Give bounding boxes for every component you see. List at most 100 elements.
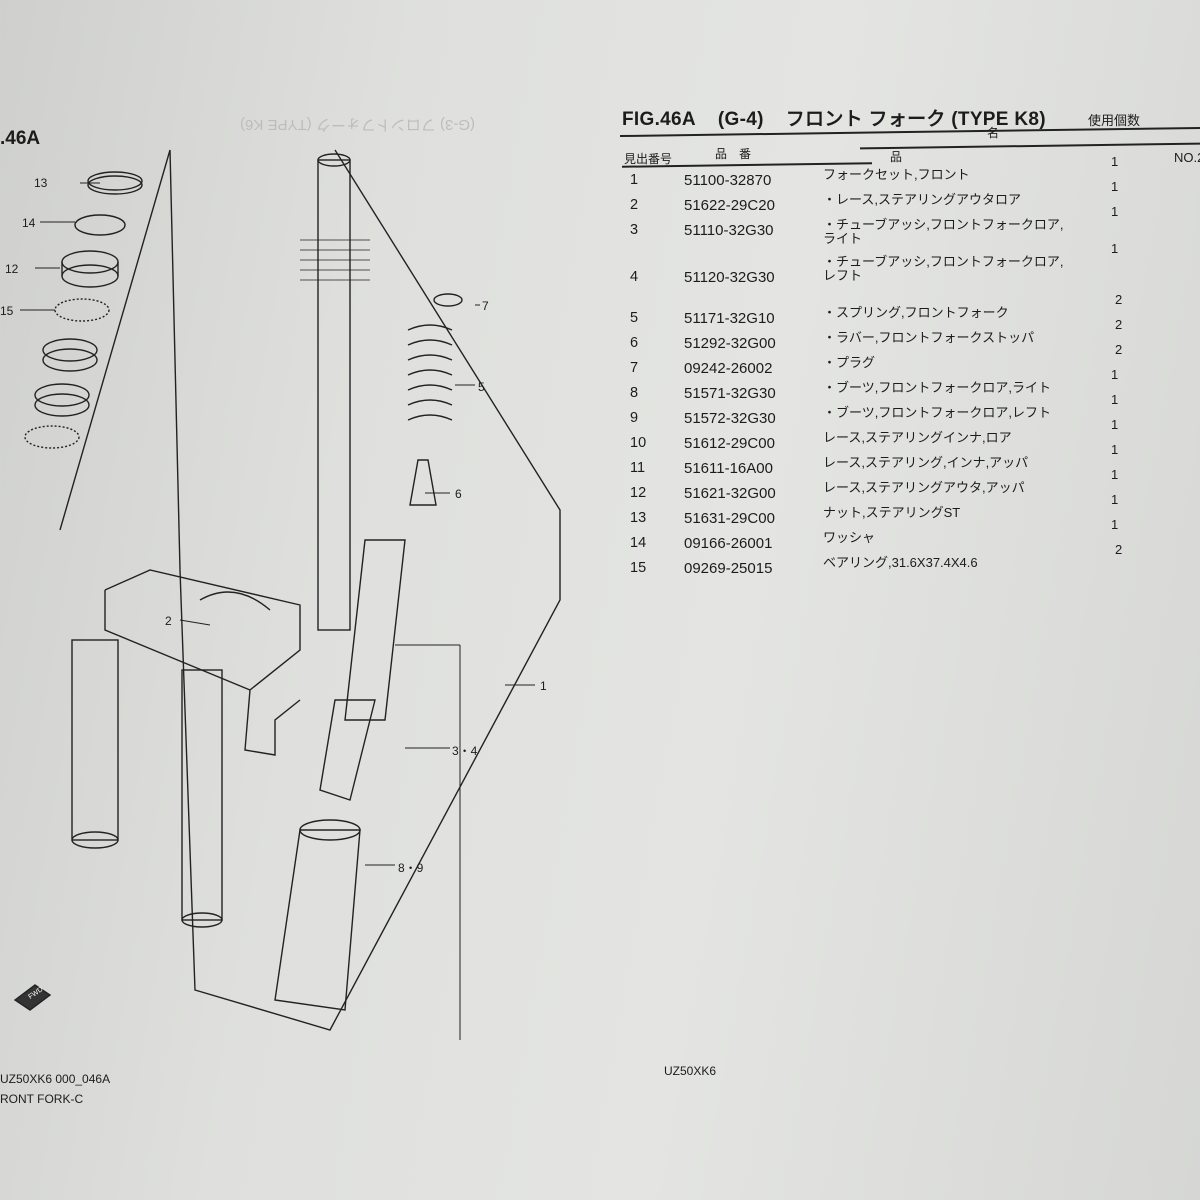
part-name: ・チューブアッシ,フロントフォークロア,レフト bbox=[823, 254, 1064, 283]
ref-no: 4 bbox=[630, 269, 639, 285]
qty: 1 bbox=[1111, 417, 1119, 432]
steering-stem bbox=[300, 153, 370, 631]
ref-no: 5 bbox=[630, 310, 639, 326]
part-name: ・ブーツ,フロントフォークロア,ライト bbox=[823, 380, 1051, 395]
qty: 1 bbox=[1111, 367, 1119, 382]
qty: 1 bbox=[1111, 467, 1119, 482]
callout-14: 14 bbox=[22, 216, 36, 230]
part-no: 51120-32G30 bbox=[684, 269, 775, 286]
table-row: 12 51621-32G00 レース,ステアリングアウタ,アッパ 1 bbox=[628, 467, 1188, 506]
table-row: 1 51100-32870 フォークセット,フロント 1 bbox=[628, 154, 1188, 193]
table-row: 5 51171-32G10 ・スプリング,フロントフォーク 2 bbox=[628, 292, 1188, 331]
callout-2: 2 bbox=[165, 614, 172, 628]
fork-tubes bbox=[71, 639, 223, 928]
ref-no: 11 bbox=[630, 460, 646, 476]
qty: 2 bbox=[1115, 292, 1123, 307]
fwd-arrow-icon bbox=[13, 984, 52, 1011]
footer-model: UZ50XK6 bbox=[664, 1064, 717, 1078]
qty: 2 bbox=[1115, 317, 1123, 332]
ref-no: 3 bbox=[630, 222, 639, 238]
bearing-stack bbox=[24, 171, 143, 449]
callout-7: 7 bbox=[482, 299, 489, 313]
part-name: フォークセット,フロント bbox=[823, 167, 970, 182]
col-name-header-1: 品 bbox=[890, 150, 903, 164]
table-row: 14 09166-26001 ワッシャ 1 bbox=[628, 517, 1188, 556]
qty: 1 bbox=[1111, 392, 1119, 407]
part-no: 51621-32G00 bbox=[684, 485, 776, 502]
ref-no: 15 bbox=[630, 560, 647, 576]
table-row: 7 09242-26002 ・プラグ 2 bbox=[628, 342, 1188, 381]
ref-no: 1 bbox=[630, 172, 639, 188]
qty: 1 bbox=[1111, 492, 1119, 507]
ref-no: 14 bbox=[630, 535, 647, 551]
part-name: レース,ステアリング,インナ,アッパ bbox=[823, 455, 1029, 470]
diagram-caption: RONT FORK-C bbox=[0, 1092, 84, 1106]
part-no: 09166-26001 bbox=[684, 535, 773, 552]
part-name: ワッシャ bbox=[823, 530, 876, 545]
part-no: 51572-32G30 bbox=[684, 410, 776, 427]
callout-3-4: 3・4 bbox=[452, 744, 478, 758]
part-no: 09242-26002 bbox=[684, 360, 773, 377]
leader-lines bbox=[20, 182, 535, 1040]
diagram-code: UZ50XK6 000_046A bbox=[0, 1072, 111, 1086]
part-no: 51622-29C20 bbox=[684, 197, 775, 214]
callout-13: 13 bbox=[34, 176, 48, 190]
table-row: 11 51611-16A00 レース,ステアリング,インナ,アッパ 1 bbox=[628, 442, 1188, 481]
fig-number: FIG.46A bbox=[622, 109, 696, 130]
part-no: 51292-32G00 bbox=[684, 335, 776, 352]
qty: 1 bbox=[1111, 179, 1119, 194]
col-ref-header: 見出番号 bbox=[624, 152, 673, 166]
diagram-fig-label: .46A bbox=[0, 128, 41, 149]
table-row: 9 51572-32G30 ・ブーツ,フロントフォークロア,レフト 1 bbox=[628, 392, 1188, 431]
part-name: ・プラグ bbox=[823, 355, 876, 370]
table-row: 4 51120-32G30 ・チューブアッシ,フロントフォークロア,レフト 1 bbox=[628, 241, 1188, 292]
model-no: NO.2 bbox=[1174, 150, 1200, 165]
part-no: 51171-32G10 bbox=[684, 310, 775, 327]
part-no: 09269-25015 bbox=[684, 560, 773, 577]
part-name: ・チューブアッシ,フロントフォークロア,ライト bbox=[823, 217, 1064, 246]
ref-no: 6 bbox=[630, 335, 639, 351]
col-name-header-2: 名 bbox=[987, 126, 1000, 140]
part-name: ・スプリング,フロントフォーク bbox=[823, 305, 1009, 320]
ref-no: 10 bbox=[630, 435, 647, 451]
spring-assembly bbox=[274, 293, 463, 1011]
frame-lines bbox=[59, 149, 561, 1031]
qty: 1 bbox=[1111, 154, 1119, 169]
ref-no: 12 bbox=[630, 485, 647, 501]
ref-no: 7 bbox=[630, 360, 639, 376]
qty: 1 bbox=[1111, 241, 1119, 256]
col-part-no-header: 品 番 bbox=[715, 147, 752, 161]
page-title: FIG.46A (G-4) フロント フォーク (TYPE K8) bbox=[622, 104, 1068, 131]
qty: 2 bbox=[1115, 342, 1123, 357]
part-no: 51100-32870 bbox=[684, 172, 772, 189]
qty: 1 bbox=[1111, 442, 1119, 457]
qty: 1 bbox=[1111, 204, 1119, 219]
fig-title: フロント フォーク (TYPE K8) bbox=[785, 109, 1046, 130]
part-name: レース,ステアリングアウタ,アッパ bbox=[823, 480, 1025, 495]
ref-no: 8 bbox=[630, 385, 639, 401]
qty-header: 使用個数 bbox=[1088, 113, 1141, 128]
callout-1: 1 bbox=[540, 679, 547, 693]
part-no: 51611-16A00 bbox=[684, 460, 773, 477]
part-name: ・ブーツ,フロントフォークロア,レフト bbox=[823, 405, 1051, 420]
callout-8-9: 8・9 bbox=[398, 861, 424, 875]
divider bbox=[860, 142, 1200, 149]
fig-group: (G-4) bbox=[717, 109, 764, 130]
ref-no: 9 bbox=[630, 410, 639, 426]
qty: 2 bbox=[1115, 542, 1123, 557]
part-no: 51612-29C00 bbox=[684, 435, 775, 452]
callout-15: 15 bbox=[0, 304, 14, 318]
part-no: 51631-29C00 bbox=[684, 510, 775, 527]
lower-bracket bbox=[104, 569, 301, 756]
callout-5: 5 bbox=[478, 380, 485, 394]
callout-12: 12 bbox=[5, 262, 19, 276]
qty: 1 bbox=[1111, 517, 1119, 532]
